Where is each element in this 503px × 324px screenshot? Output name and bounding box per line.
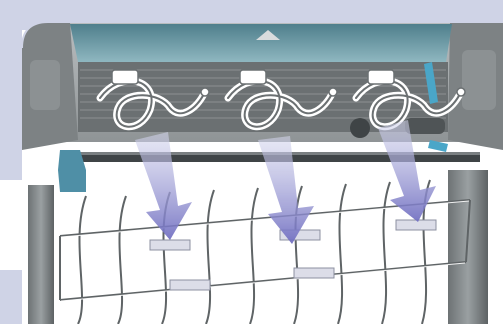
printer-window: [70, 24, 452, 62]
left-leg: [28, 185, 54, 324]
left-bracket: [58, 150, 86, 192]
right-leg: [448, 170, 488, 324]
